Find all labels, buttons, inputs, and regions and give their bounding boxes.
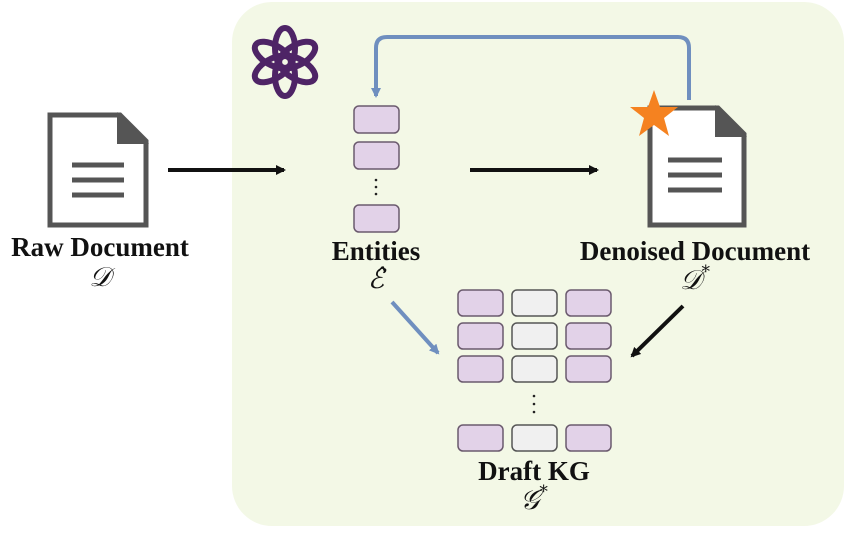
denoised-document-sup: * [701,262,711,282]
raw-document-symbol-text: 𝒟 [89,262,111,293]
draft-kg-symbol: 𝒢* [484,482,584,517]
entities-stack [353,105,400,233]
kg-tail-cell [565,355,612,383]
star-icon [630,90,678,136]
kg-tail-cell [565,424,612,452]
entities-symbol: ℰ̂ [326,264,426,295]
kg-head-cell [457,289,504,317]
draft-kg-grid [457,289,612,452]
entities-label: Entities [331,236,421,266]
kg-relation-cell [511,322,558,350]
kg-relation-cell [511,355,558,383]
kg-head-cell [457,424,504,452]
raw-document-icon [47,112,149,228]
denoised-document-icon [647,105,747,228]
draft-kg-sup: * [539,482,548,502]
raw-document-label: Raw Document [11,232,189,262]
kg-head-cell [457,355,504,383]
raw-document-symbol: 𝒟 [50,262,150,294]
edge-denoised-to-kg [630,304,685,358]
kg-head-cell [457,322,504,350]
draft-kg-symbol-text: 𝒢 [520,485,540,516]
entities-symbol-text: ℰ̂ [367,264,385,295]
edge-denoised-to-entities-loop [371,35,691,100]
entity-box [353,204,400,233]
entity-box [353,105,400,134]
edge-entities-to-kg [390,300,440,355]
denoised-document-symbol: 𝒟* [645,262,745,297]
entity-box [353,141,400,170]
kg-tail-cell [565,322,612,350]
draft-kg-label: Draft KG [478,456,590,486]
kg-tail-cell [565,289,612,317]
kg-relation-cell [511,289,558,317]
denoised-document-symbol-text: 𝒟 [679,265,702,296]
kg-relation-cell [511,424,558,452]
llm-logo-icon [251,25,319,99]
denoised-document-label: Denoised Document [579,236,811,266]
